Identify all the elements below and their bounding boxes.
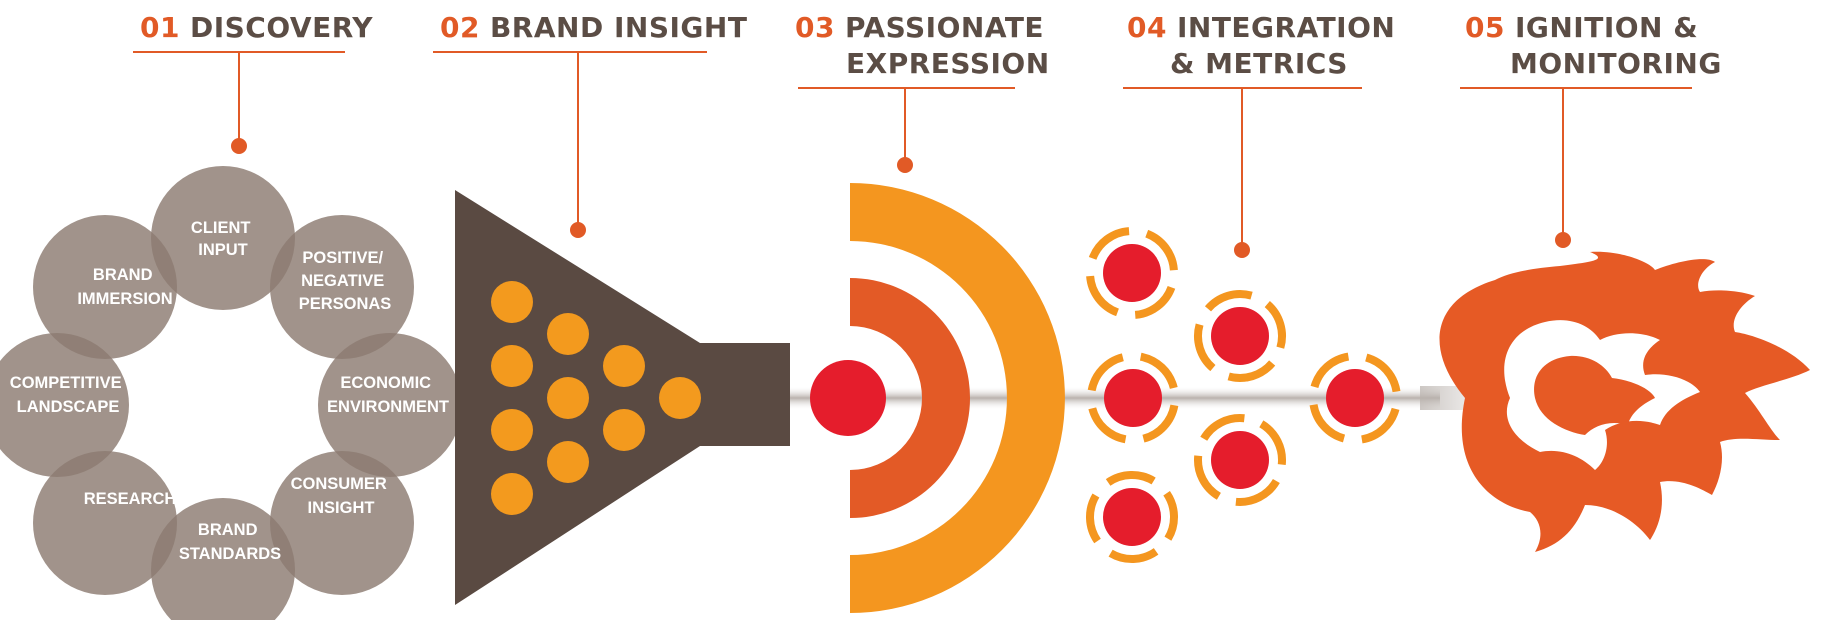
petal-label: ECONOMIC ENVIRONMENT xyxy=(327,374,449,416)
target-node xyxy=(1086,227,1178,319)
petal-label: POSITIVE/ NEGATIVE PERSONAS xyxy=(299,249,392,313)
inner-wave xyxy=(850,278,970,518)
outer-wave xyxy=(850,183,1065,613)
stage-title-line-2: & METRICS xyxy=(1170,47,1348,80)
insight-dot xyxy=(491,281,533,323)
petal-consumer xyxy=(270,451,414,595)
stage-header-4: 04 INTEGRATION & METRICS xyxy=(1123,11,1395,258)
insight-dot xyxy=(547,313,589,355)
petal-client-input xyxy=(151,166,295,310)
insight-dot xyxy=(491,473,533,515)
stage-number: 03 xyxy=(795,11,835,44)
petal-label: CLIENT INPUT xyxy=(191,219,255,259)
leader-dot xyxy=(1555,232,1571,248)
target-node xyxy=(1087,352,1179,444)
funnel-icon xyxy=(455,190,790,605)
stage-title-line: DISCOVERY xyxy=(190,11,373,44)
discovery-petal-ring-icon: CLIENT INPUT POSITIVE/ NEGATIVE PERSONAS… xyxy=(0,166,462,620)
stage-title-line: IGNITION & xyxy=(1515,11,1698,44)
petal-standards xyxy=(151,498,295,620)
stage-header-2: 02 BRAND INSIGHT xyxy=(433,11,747,238)
insight-dot xyxy=(547,441,589,483)
insight-dot xyxy=(603,345,645,387)
petal-label: BRAND STANDARDS xyxy=(179,521,281,563)
target-node xyxy=(1309,352,1401,444)
stage-header-1: 01 DISCOVERY xyxy=(133,11,373,154)
stage-number: 02 xyxy=(440,11,480,44)
flame-icon xyxy=(1439,251,1810,552)
insight-dot xyxy=(491,409,533,451)
stage-title-line-2: MONITORING xyxy=(1510,47,1722,80)
stage-number: 01 xyxy=(140,11,180,44)
leader-dot xyxy=(1234,242,1250,258)
petal-competitive xyxy=(0,333,129,477)
petal-label: RESEARCH xyxy=(84,490,177,508)
petal-label: COMPETITIVE LANDSCAPE xyxy=(10,374,126,416)
petal-economic xyxy=(318,333,462,477)
stage-title-line: BRAND INSIGHT xyxy=(490,11,747,44)
stage-title-line: INTEGRATION xyxy=(1177,11,1395,44)
insight-dot xyxy=(603,409,645,451)
insight-dot xyxy=(659,377,701,419)
insight-dot xyxy=(547,377,589,419)
leader-dot xyxy=(897,157,913,173)
petal-immersion xyxy=(33,215,177,359)
target-node xyxy=(1194,414,1286,506)
stage-number: 05 xyxy=(1465,11,1505,44)
leader-dot xyxy=(231,138,247,154)
petal-research xyxy=(33,451,177,595)
stage-header-5: 05 IGNITION & MONITORING xyxy=(1460,11,1722,248)
target-node xyxy=(1194,290,1286,382)
petal-label: CONSUMER INSIGHT xyxy=(291,475,392,517)
stage-title-line-2: EXPRESSION xyxy=(846,47,1050,80)
petal-label: BRAND IMMERSION xyxy=(77,266,172,308)
stage-number: 04 xyxy=(1127,11,1167,44)
leader-dot xyxy=(570,222,586,238)
signal-waves-icon xyxy=(810,183,1065,613)
insight-dot xyxy=(491,345,533,387)
target-node-icon xyxy=(1086,227,1401,563)
petal-personas xyxy=(270,215,414,359)
target-node xyxy=(1086,471,1178,563)
stage-title-line: PASSIONATE xyxy=(845,11,1044,44)
signal-core xyxy=(810,360,886,436)
stage-header-3: 03 PASSIONATE EXPRESSION xyxy=(795,11,1050,173)
